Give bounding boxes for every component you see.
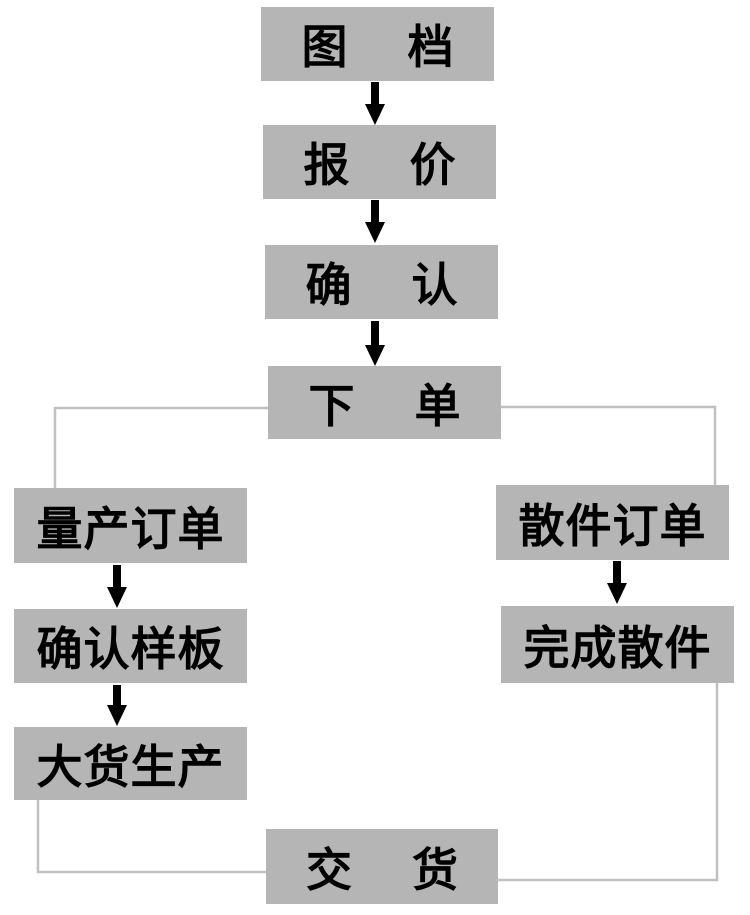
arrow-drawing-to-quote xyxy=(365,82,385,125)
connector-finish-bulk-to-delivery xyxy=(498,683,719,882)
node-bulk-order-label: 散件订单 xyxy=(518,498,707,553)
node-confirm: 确 认 xyxy=(265,245,498,319)
connector-order-to-bulk-order xyxy=(501,405,717,485)
node-confirm-label: 确 认 xyxy=(305,258,480,312)
arrow-mass-order-to-confirm-sample xyxy=(107,565,127,608)
node-order-label: 下 单 xyxy=(308,378,483,433)
arrow-confirm-to-order xyxy=(365,321,385,366)
node-quote: 报 价 xyxy=(263,125,496,199)
node-mass-production-label: 大货生产 xyxy=(36,739,225,794)
node-finish-bulk: 完成散件 xyxy=(501,606,734,683)
arrow-quote-to-confirm xyxy=(365,200,385,243)
node-drawing-label: 图 档 xyxy=(301,20,476,74)
node-confirm-sample: 确认样板 xyxy=(14,609,247,683)
arrow-confirm-sample-to-mass-production xyxy=(107,685,127,726)
node-drawing: 图 档 xyxy=(261,7,494,81)
arrow-bulk-order-to-finish-bulk xyxy=(607,561,627,604)
node-confirm-sample-label: 确认样板 xyxy=(36,622,225,676)
node-mass-order: 量产订单 xyxy=(14,488,247,563)
node-delivery: 交 货 xyxy=(266,829,498,904)
connector-mass-production-to-delivery xyxy=(36,800,266,874)
node-order: 下 单 xyxy=(268,366,501,439)
node-delivery-label: 交 货 xyxy=(305,842,480,897)
node-quote-label: 报 价 xyxy=(303,138,478,192)
connector-order-to-mass-order xyxy=(53,406,268,488)
node-finish-bulk-label: 完成散件 xyxy=(523,620,712,675)
node-bulk-order: 散件订单 xyxy=(496,485,729,560)
node-mass-order-label: 量产订单 xyxy=(36,501,225,556)
node-mass-production: 大货生产 xyxy=(14,727,247,800)
